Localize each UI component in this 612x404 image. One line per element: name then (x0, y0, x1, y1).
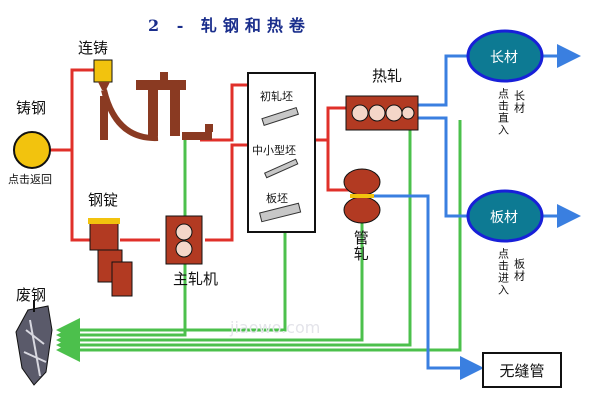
main-mill-icon[interactable] (165, 215, 203, 265)
tube-rolling-label: 管轧 (351, 230, 370, 262)
diagram-title: 2 - 轧钢和热卷 (148, 16, 311, 35)
long-side-label: 长材 (512, 90, 526, 114)
hot-rolling-mill-icon[interactable] (345, 95, 419, 131)
red-flow-lines (50, 68, 350, 242)
ingot-icon (88, 218, 133, 297)
long-product-oval[interactable] (466, 29, 544, 83)
watermark: jiaowo.com (230, 318, 321, 337)
scrap-icon[interactable] (15, 300, 53, 386)
long-hint[interactable]: 点击直入 (496, 88, 510, 136)
casting-steel-ball-icon[interactable] (13, 131, 51, 169)
main-mill-label: 主轧机 (173, 270, 219, 288)
green-return-lines (56, 120, 462, 362)
billet-box (247, 72, 316, 233)
plate-side-label: 板材 (512, 258, 526, 282)
plate-product-label[interactable]: 板材 (490, 210, 518, 226)
seamless-tube-box[interactable]: 无缝管 (482, 352, 562, 388)
tube-rolling-mill-icon[interactable] (343, 168, 381, 224)
blue-product-lines (372, 44, 581, 380)
ingot-label: 钢锭 (88, 191, 119, 209)
plate-hint[interactable]: 点击进入 (496, 248, 510, 296)
back-hint[interactable]: 点击返回 (8, 173, 52, 186)
casting-steel-label: 铸钢 (16, 99, 47, 117)
continuous-caster-icon (93, 59, 213, 142)
billet-rough: 初轧坯 (260, 90, 293, 103)
billet-medium-small: 中小型坯 (252, 144, 296, 157)
long-product-label[interactable]: 长材 (490, 50, 518, 66)
continuous-casting-label: 连铸 (78, 39, 109, 57)
hot-rolling-label: 热轧 (372, 67, 403, 85)
billet-plate: 板坯 (266, 192, 288, 205)
scrap-label: 废钢 (16, 286, 47, 304)
plate-product-oval[interactable] (466, 189, 544, 243)
